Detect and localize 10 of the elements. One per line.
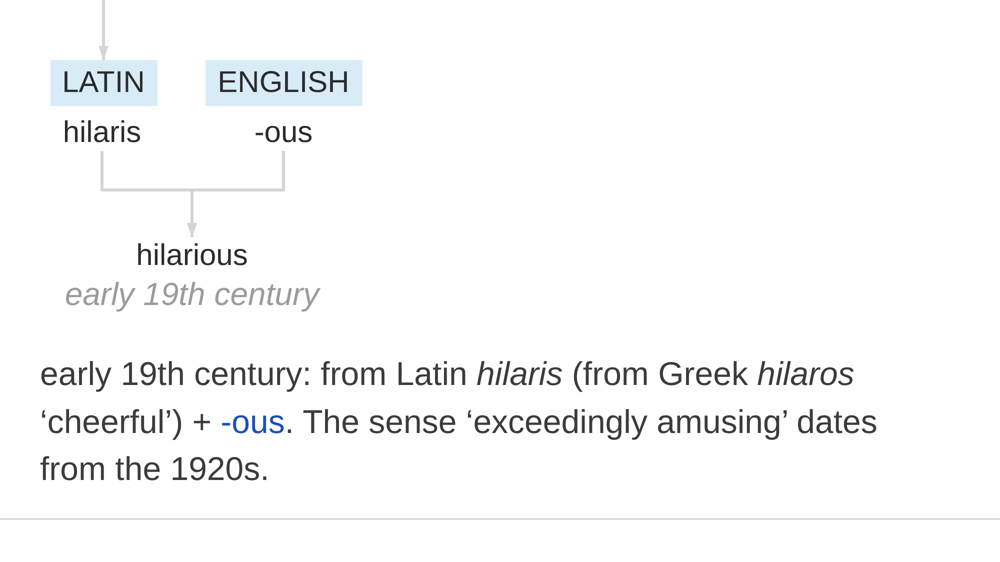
word-form: hilaris	[62, 115, 142, 151]
connector-arrow	[187, 151, 285, 237]
word-form: -ous	[254, 115, 313, 151]
language-tag: ENGLISH	[205, 60, 362, 106]
incoming-arrow	[98, 0, 108, 60]
date-text: early 19th century	[64, 275, 320, 313]
etymology-paragraph: early 19th century: from Latin hilaris (from Greek hilaros ‘cheerful’) + -ous. The sense ‘exceedingly amusing’ dates from the 1920s.	[40, 354, 878, 489]
word-link: -ous	[220, 402, 285, 440]
headword: hilarious	[135, 238, 249, 274]
language-tag: LATIN	[50, 60, 157, 106]
